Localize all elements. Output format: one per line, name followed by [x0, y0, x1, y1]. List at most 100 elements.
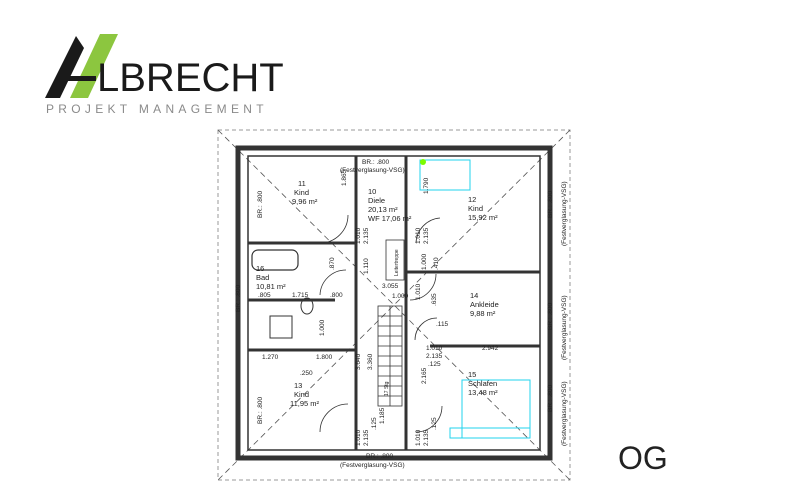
brand-tagline: PROJEKT MANAGEMENT — [46, 102, 268, 116]
room-10: 10 Diele 20,13 m² WF 17,06 m² — [368, 187, 412, 223]
svg-text:1.000: 1.000 — [319, 319, 326, 336]
window-right-glazing: (Festverglasung-VSG) — [561, 181, 568, 246]
svg-text:13: 13 — [294, 381, 302, 390]
svg-text:11,95 m²: 11,95 m² — [290, 399, 320, 408]
room-14: 14 Ankleide 9,88 m² — [470, 291, 499, 318]
svg-text:.870: .870 — [329, 257, 336, 270]
svg-text:Kind: Kind — [294, 188, 309, 197]
svg-text:.805: .805 — [258, 292, 271, 299]
svg-text:3.640: 3.640 — [355, 353, 362, 370]
ladder-label: Leitertreppe — [394, 249, 400, 276]
roof-diagonal — [217, 129, 571, 481]
room-15: 15 Schlafen 13,48 m² — [468, 370, 498, 397]
window-top-glazing: (Festverglasung-VSG) — [340, 167, 405, 174]
svg-text:.125: .125 — [431, 417, 438, 430]
svg-text:Kind: Kind — [294, 390, 309, 399]
window-right-br: BR.: .800 — [547, 385, 554, 412]
svg-text:Bad: Bad — [256, 273, 269, 282]
toilet — [300, 297, 314, 315]
bathtub — [251, 249, 299, 271]
svg-text:14: 14 — [470, 291, 478, 300]
svg-text:Diele: Diele — [368, 196, 385, 205]
svg-text:2.135: 2.135 — [363, 429, 370, 446]
svg-text:15,92 m²: 15,92 m² — [468, 213, 498, 222]
svg-text:10,81 m²: 10,81 m² — [256, 282, 286, 291]
svg-text:20,13 m²: 20,13 m² — [368, 205, 398, 214]
svg-text:.635: .635 — [431, 293, 438, 306]
green-marker — [420, 159, 426, 165]
staircase — [377, 239, 405, 407]
floor-level-label: OG — [618, 440, 668, 476]
door-swings — [319, 214, 443, 433]
svg-text:.250: .250 — [300, 370, 313, 377]
svg-text:1.000: 1.000 — [392, 293, 409, 300]
room-11: 11 Kind 9,96 m² — [292, 179, 318, 206]
svg-text:9,96 m²: 9,96 m² — [292, 197, 318, 206]
svg-text:9,88 m²: 9,88 m² — [470, 309, 496, 318]
svg-text:12: 12 — [468, 195, 476, 204]
svg-text:1.010: 1.010 — [415, 227, 422, 244]
svg-text:Ankleide: Ankleide — [470, 300, 499, 309]
svg-text:16: 16 — [256, 264, 264, 273]
svg-text:1.865: 1.865 — [341, 169, 348, 186]
svg-text:1.270: 1.270 — [262, 354, 279, 361]
svg-text:2.165: 2.165 — [421, 367, 428, 384]
svg-text:1.790: 1.790 — [423, 177, 430, 194]
beds — [419, 159, 531, 439]
svg-text:2.135: 2.135 — [363, 227, 370, 244]
svg-text:1.010: 1.010 — [355, 429, 362, 446]
roof-diagonal — [217, 129, 571, 481]
svg-text:2.135: 2.135 — [426, 353, 443, 360]
brand-name: LBRECHT — [97, 56, 284, 100]
roof-outline — [217, 129, 571, 481]
svg-text:.125: .125 — [371, 417, 378, 430]
window-right-glazing: (Festverglasung-VSG) — [561, 295, 568, 360]
svg-text:1.110: 1.110 — [363, 258, 370, 274]
shower — [269, 315, 293, 339]
svg-text:15: 15 — [468, 370, 476, 379]
svg-text:Kind: Kind — [468, 204, 483, 213]
window-bottom-br: BR.: .800 — [366, 453, 393, 460]
logo-a-crossbar — [66, 76, 96, 81]
svg-text:2.135: 2.135 — [423, 227, 430, 244]
svg-text:1.010: 1.010 — [415, 283, 422, 300]
svg-text:.125: .125 — [428, 361, 441, 368]
window-top-br: BR.: .800 — [362, 159, 389, 166]
room-13: 13 Kind 11,95 m² — [290, 381, 320, 408]
window-right-glazing: (Festverglasung-VSG) — [561, 381, 568, 446]
svg-text:3.055: 3.055 — [382, 283, 399, 290]
svg-text:.115: .115 — [436, 321, 449, 328]
logo-a-dark-stroke — [45, 36, 84, 98]
outer-wall-inner — [247, 155, 541, 451]
svg-text:1.000: 1.000 — [421, 253, 428, 270]
svg-text:1.010: 1.010 — [426, 345, 443, 352]
svg-text:1.185: 1.185 — [379, 407, 386, 424]
svg-text:2.135: 2.135 — [423, 429, 430, 446]
interior-walls — [248, 156, 540, 450]
room-16: 16 Bad 10,81 m² — [256, 264, 286, 291]
dimensions: 1.865 1.010 2.135 1.110 .870 .800 .805 1… — [258, 169, 499, 446]
svg-text:1.010: 1.010 — [355, 227, 362, 244]
window-right-br: BR.: .800 — [547, 191, 554, 218]
window-left-br: BR.: .800 — [257, 191, 264, 218]
albrecht-logo — [45, 34, 118, 98]
window-bottom-glazing: (Festverglasung-VSG) — [340, 462, 405, 469]
svg-text:1.010: 1.010 — [415, 429, 422, 446]
window-left-br: BR.: .800 — [235, 285, 242, 312]
svg-text:3.360: 3.360 — [367, 353, 374, 370]
svg-text:Schlafen: Schlafen — [468, 379, 497, 388]
svg-text:1.715: 1.715 — [292, 292, 309, 299]
room-12: 12 Kind 15,92 m² — [468, 195, 498, 222]
svg-text:10: 10 — [368, 187, 376, 196]
window-right-br: BR.: .800 — [547, 303, 554, 330]
window-left-br: BR.: .800 — [257, 397, 264, 424]
svg-text:.410: .410 — [433, 257, 440, 270]
logo-a-green-stroke — [70, 34, 118, 98]
outer-wall — [235, 145, 553, 461]
svg-text:1.800: 1.800 — [316, 354, 333, 361]
svg-text:.800: .800 — [330, 292, 343, 299]
svg-text:11: 11 — [298, 179, 306, 188]
stair-label: 17 Stg — [384, 381, 390, 396]
svg-text:WF 17,06 m²: WF 17,06 m² — [368, 214, 412, 223]
